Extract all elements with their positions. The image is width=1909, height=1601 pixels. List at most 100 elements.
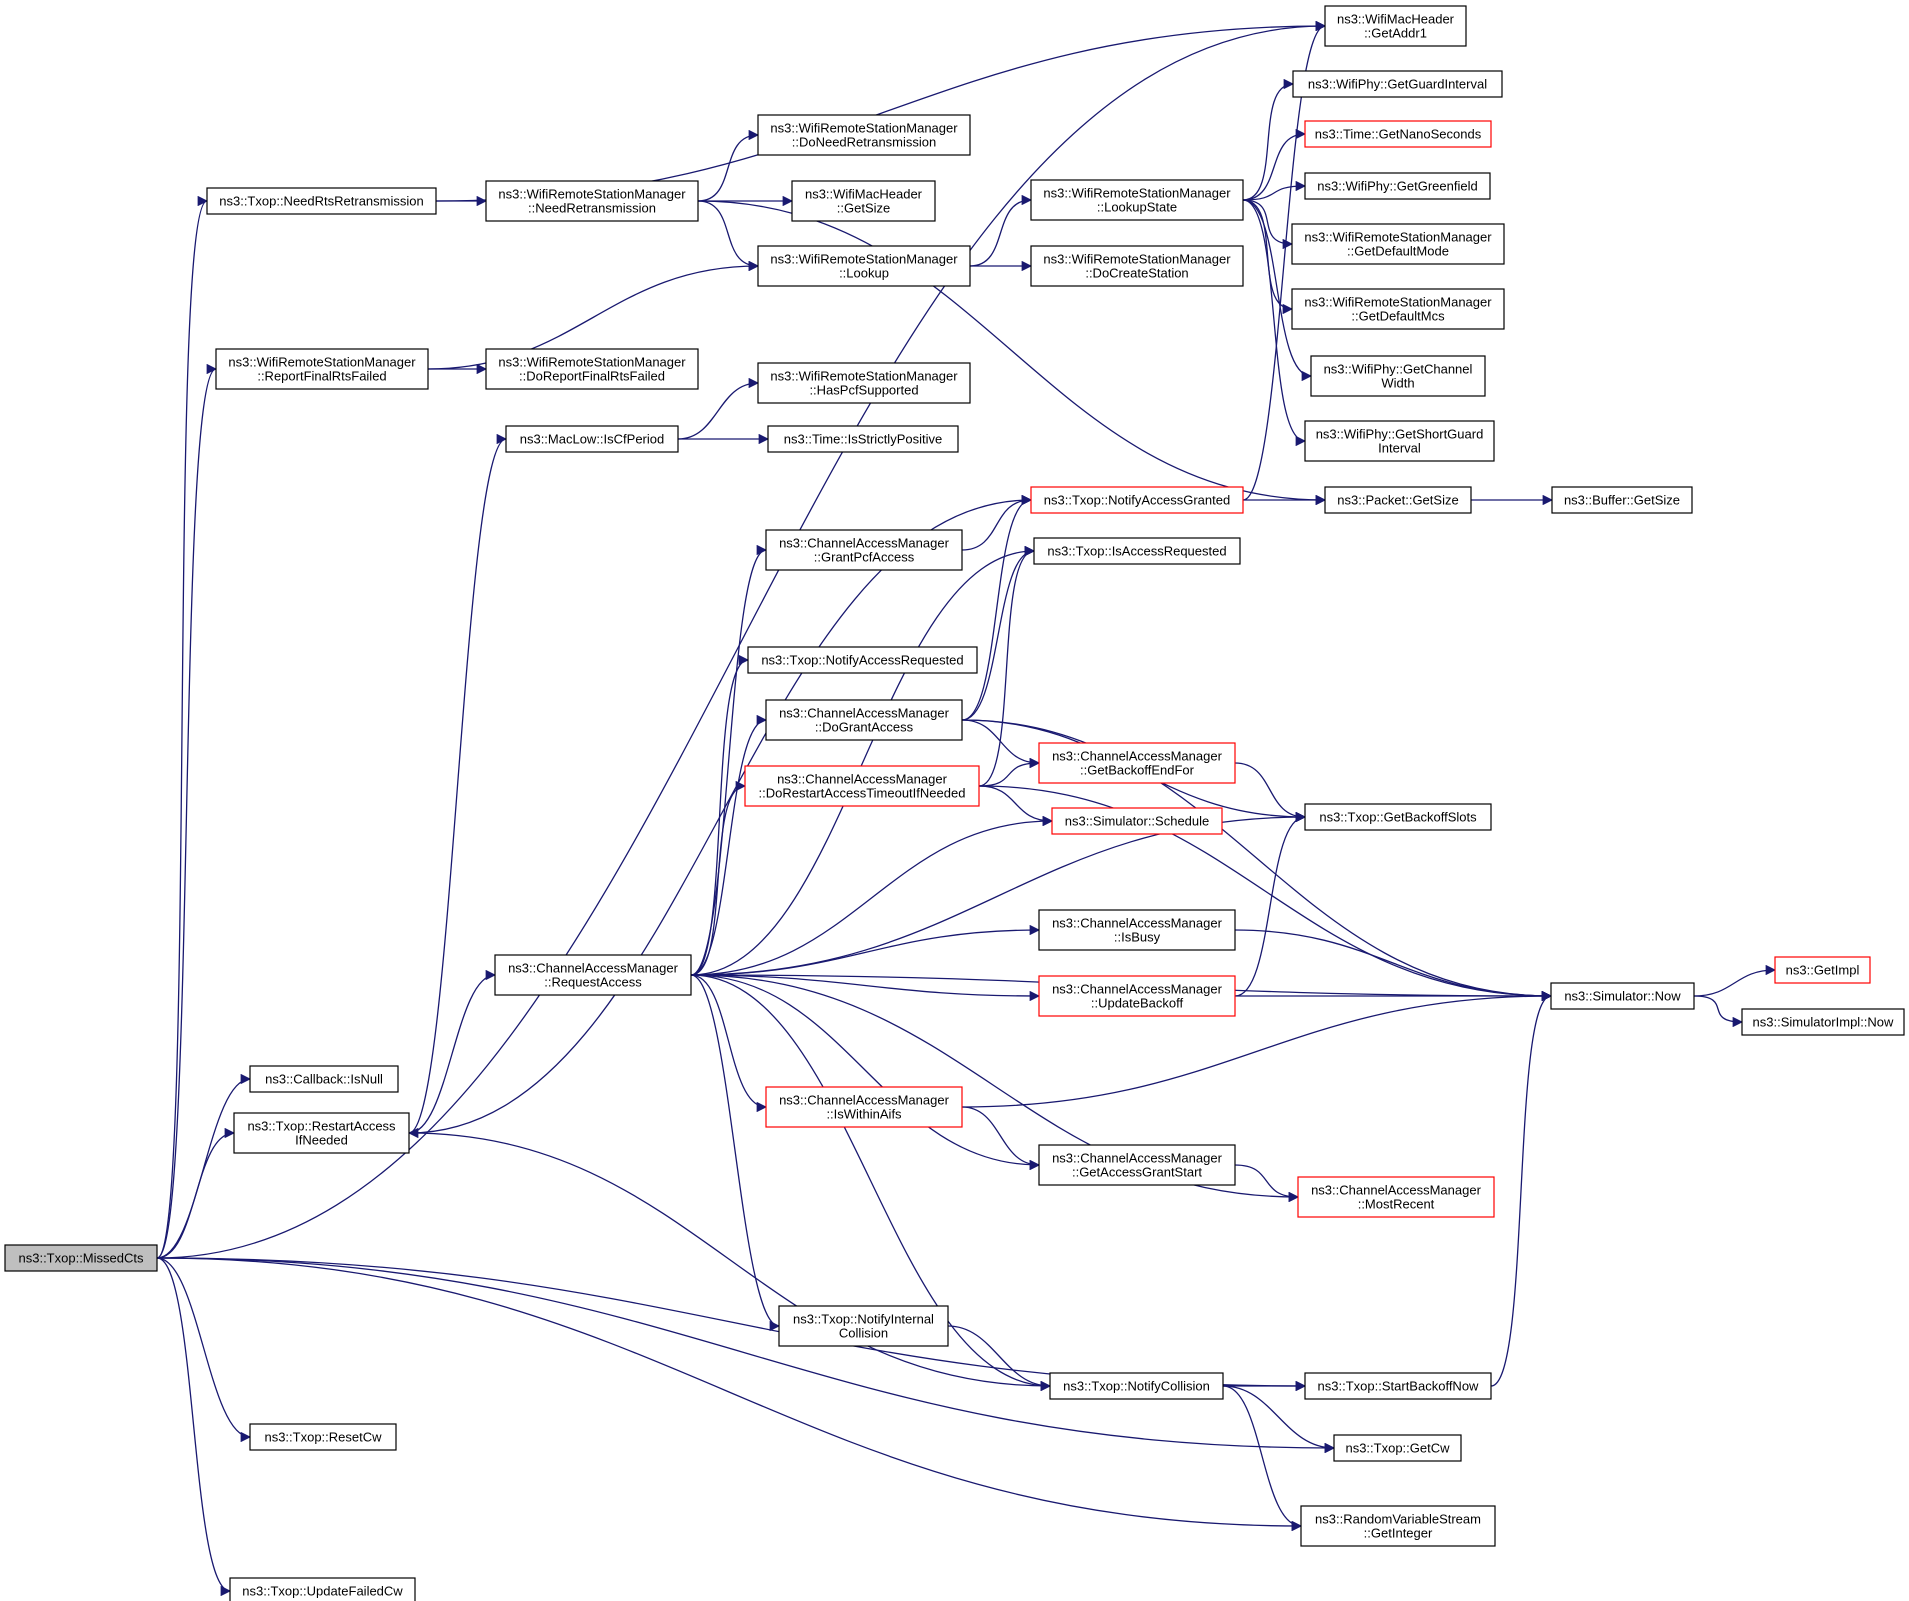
node-box-missedcts[interactable]: [4, 1244, 158, 1272]
node-box-getdefaultmode[interactable]: [1291, 223, 1505, 265]
node-isstrictlypositive[interactable]: ns3::Time::IsStrictlyPositive: [767, 425, 959, 453]
node-getcw[interactable]: ns3::Txop::GetCw: [1333, 1434, 1462, 1462]
node-box-dorestart[interactable]: [744, 765, 980, 807]
node-schedule[interactable]: ns3::Simulator::Schedule: [1051, 807, 1223, 835]
node-box-needrtsretx[interactable]: [206, 187, 437, 215]
node-box-isaccessrequested[interactable]: [1033, 537, 1241, 565]
node-box-schedule[interactable]: [1051, 807, 1223, 835]
node-box-buffergetsize[interactable]: [1551, 486, 1693, 514]
node-needrtsretx[interactable]: ns3::Txop::NeedRtsRetransmission: [206, 187, 437, 215]
node-box-notifyaccessgranted[interactable]: [1030, 486, 1244, 514]
node-lookup[interactable]: ns3::WifiRemoteStationManager::Lookup: [757, 245, 971, 287]
node-startbackoffnow[interactable]: ns3::Txop::StartBackoffNow: [1304, 1372, 1492, 1400]
node-box-restartaccess[interactable]: [233, 1112, 410, 1154]
node-box-mostrecent[interactable]: [1297, 1176, 1495, 1218]
node-simnow[interactable]: ns3::Simulator::Now: [1550, 982, 1695, 1010]
node-box-lookup[interactable]: [757, 245, 971, 287]
node-box-requestaccess[interactable]: [494, 954, 692, 996]
node-getnanoseconds[interactable]: ns3::Time::GetNanoSeconds: [1304, 120, 1492, 148]
node-getbackoffendfor[interactable]: ns3::ChannelAccessManager::GetBackoffEnd…: [1038, 742, 1236, 784]
node-isaccessrequested[interactable]: ns3::Txop::IsAccessRequested: [1033, 537, 1241, 565]
node-dograntaccess[interactable]: ns3::ChannelAccessManager::DoGrantAccess: [765, 699, 963, 741]
node-getdefaultmode[interactable]: ns3::WifiRemoteStationManager::GetDefaul…: [1291, 223, 1505, 265]
node-box-getaccessgrantstart[interactable]: [1038, 1144, 1236, 1186]
node-getaccessgrantstart[interactable]: ns3::ChannelAccessManager::GetAccessGran…: [1038, 1144, 1236, 1186]
node-box-notifycollision[interactable]: [1049, 1372, 1224, 1400]
node-notifycollision[interactable]: ns3::Txop::NotifyCollision: [1049, 1372, 1224, 1400]
node-mostrecent[interactable]: ns3::ChannelAccessManager::MostRecent: [1297, 1176, 1495, 1218]
node-box-getguardinterval[interactable]: [1292, 70, 1503, 98]
node-box-isstrictlypositive[interactable]: [767, 425, 959, 453]
node-box-updatebackoff[interactable]: [1038, 975, 1236, 1017]
node-box-iswithinaifs[interactable]: [765, 1086, 963, 1128]
node-doreportfinalrts[interactable]: ns3::WifiRemoteStationManager::DoReportF…: [485, 348, 699, 390]
node-requestaccess[interactable]: ns3::ChannelAccessManager::RequestAccess: [494, 954, 692, 996]
node-lookupstate[interactable]: ns3::WifiRemoteStationManager::LookupSta…: [1030, 179, 1244, 221]
node-box-packetgetsize[interactable]: [1324, 486, 1472, 514]
node-box-getnanoseconds[interactable]: [1304, 120, 1492, 148]
node-getgreenfield[interactable]: ns3::WifiPhy::GetGreenfield: [1304, 172, 1491, 200]
node-box-simimplnow[interactable]: [1741, 1008, 1905, 1036]
node-box-grantpcf[interactable]: [765, 529, 963, 571]
node-box-doreportfinalrts[interactable]: [485, 348, 699, 390]
node-updatebackoff[interactable]: ns3::ChannelAccessManager::UpdateBackoff: [1038, 975, 1236, 1017]
node-box-simnow[interactable]: [1550, 982, 1695, 1010]
node-box-getcw[interactable]: [1333, 1434, 1462, 1462]
node-getaddr1[interactable]: ns3::WifiMacHeader::GetAddr1: [1324, 5, 1467, 47]
node-box-notifyinternal[interactable]: [778, 1305, 949, 1347]
node-box-isbusy[interactable]: [1038, 909, 1236, 951]
node-isnull[interactable]: ns3::Callback::IsNull: [249, 1065, 399, 1093]
node-notifyaccessrequested[interactable]: ns3::Txop::NotifyAccessRequested: [747, 646, 978, 674]
node-box-isnull[interactable]: [249, 1065, 399, 1093]
node-grantpcf[interactable]: ns3::ChannelAccessManager::GrantPcfAcces…: [765, 529, 963, 571]
node-macgetsize[interactable]: ns3::WifiMacHeader::GetSize: [791, 180, 936, 222]
node-box-startbackoffnow[interactable]: [1304, 1372, 1492, 1400]
node-box-getinteger[interactable]: [1300, 1505, 1496, 1547]
node-box-updatefailedcw[interactable]: [229, 1577, 416, 1601]
node-updatefailedcw[interactable]: ns3::Txop::UpdateFailedCw: [229, 1577, 416, 1601]
node-haspcf[interactable]: ns3::WifiRemoteStationManager::HasPcfSup…: [757, 362, 971, 404]
node-getimpl[interactable]: ns3::GetImpl: [1774, 956, 1871, 984]
node-box-getimpl[interactable]: [1774, 956, 1871, 984]
node-box-getgreenfield[interactable]: [1304, 172, 1491, 200]
node-box-reportfinalrts[interactable]: [215, 348, 429, 390]
node-box-getshortguard[interactable]: [1304, 420, 1495, 462]
node-box-resetcw[interactable]: [249, 1423, 397, 1451]
node-iscfperiod[interactable]: ns3::MacLow::IsCfPeriod: [505, 425, 679, 453]
node-missedcts[interactable]: ns3::Txop::MissedCts: [4, 1244, 158, 1272]
node-box-iscfperiod[interactable]: [505, 425, 679, 453]
node-simimplnow[interactable]: ns3::SimulatorImpl::Now: [1741, 1008, 1905, 1036]
node-docreatestation[interactable]: ns3::WifiRemoteStationManager::DoCreateS…: [1030, 245, 1244, 287]
node-notifyaccessgranted[interactable]: ns3::Txop::NotifyAccessGranted: [1030, 486, 1244, 514]
node-getguardinterval[interactable]: ns3::WifiPhy::GetGuardInterval: [1292, 70, 1503, 98]
node-box-getchannelwidth[interactable]: [1310, 355, 1486, 397]
node-isbusy[interactable]: ns3::ChannelAccessManager::IsBusy: [1038, 909, 1236, 951]
node-buffergetsize[interactable]: ns3::Buffer::GetSize: [1551, 486, 1693, 514]
node-box-dograntaccess[interactable]: [765, 699, 963, 741]
node-box-lookupstate[interactable]: [1030, 179, 1244, 221]
node-box-doneedretx[interactable]: [757, 114, 971, 156]
node-box-macgetsize[interactable]: [791, 180, 936, 222]
node-box-getdefaultmcs[interactable]: [1291, 288, 1505, 330]
node-box-haspcf[interactable]: [757, 362, 971, 404]
node-getinteger[interactable]: ns3::RandomVariableStream::GetInteger: [1300, 1505, 1496, 1547]
node-reportfinalrts[interactable]: ns3::WifiRemoteStationManager::ReportFin…: [215, 348, 429, 390]
node-getbackoffslots[interactable]: ns3::Txop::GetBackoffSlots: [1304, 803, 1492, 831]
node-iswithinaifs[interactable]: ns3::ChannelAccessManager::IsWithinAifs: [765, 1086, 963, 1128]
node-packetgetsize[interactable]: ns3::Packet::GetSize: [1324, 486, 1472, 514]
node-box-docreatestation[interactable]: [1030, 245, 1244, 287]
node-box-getaddr1[interactable]: [1324, 5, 1467, 47]
node-needretx[interactable]: ns3::WifiRemoteStationManager::NeedRetra…: [485, 180, 699, 222]
node-box-getbackoffendfor[interactable]: [1038, 742, 1236, 784]
node-box-notifyaccessrequested[interactable]: [747, 646, 978, 674]
node-doneedretx[interactable]: ns3::WifiRemoteStationManager::DoNeedRet…: [757, 114, 971, 156]
node-box-needretx[interactable]: [485, 180, 699, 222]
node-getdefaultmcs[interactable]: ns3::WifiRemoteStationManager::GetDefaul…: [1291, 288, 1505, 330]
node-box-getbackoffslots[interactable]: [1304, 803, 1492, 831]
node-resetcw[interactable]: ns3::Txop::ResetCw: [249, 1423, 397, 1451]
node-dorestart[interactable]: ns3::ChannelAccessManager::DoRestartAcce…: [744, 765, 980, 807]
